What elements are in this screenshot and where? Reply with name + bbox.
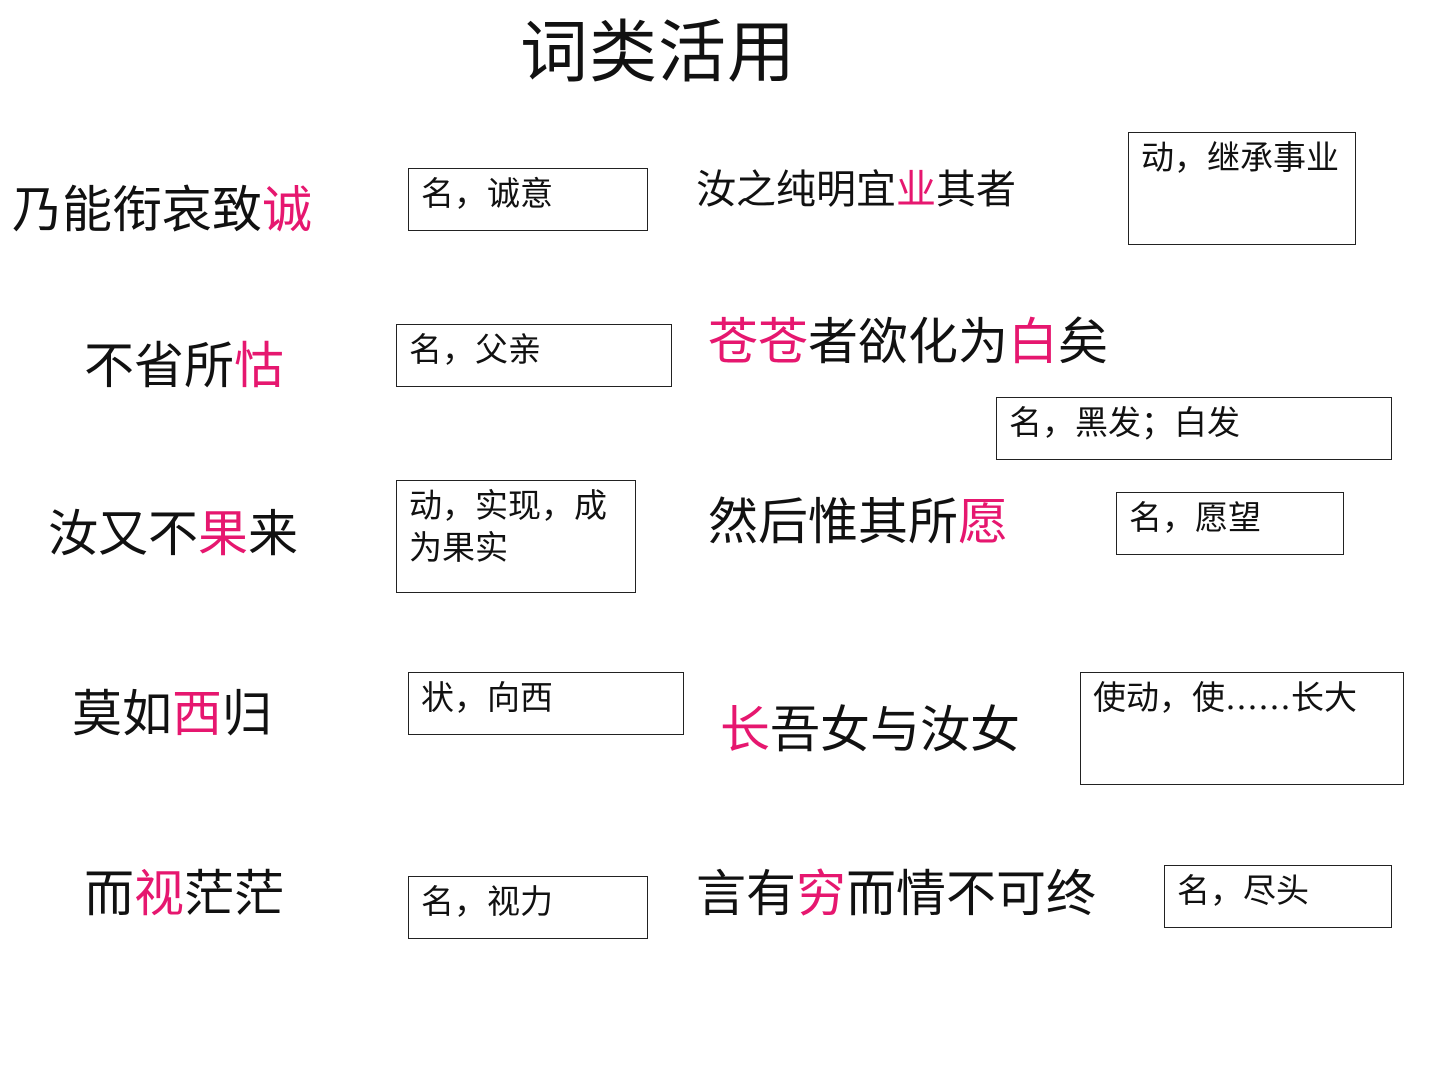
note-box: 动，继承事业 bbox=[1128, 132, 1356, 245]
phrase-text: 而情不可终 bbox=[846, 865, 1096, 923]
highlighted-text: 业 bbox=[896, 167, 936, 213]
phrase: 言有穷而情不可终 bbox=[696, 864, 1096, 924]
note-box: 名，视力 bbox=[408, 876, 648, 939]
note-box: 名，尽头 bbox=[1164, 865, 1392, 928]
highlighted-text: 怙 bbox=[234, 337, 284, 395]
note-box: 使动，使……长大 bbox=[1080, 672, 1404, 785]
phrase-text: 茫茫 bbox=[184, 865, 284, 923]
phrase: 而视茫茫 bbox=[84, 864, 284, 924]
phrase-text: 矣 bbox=[1058, 313, 1108, 371]
phrase-text: 者欲化为 bbox=[808, 313, 1008, 371]
phrase-text: 其者 bbox=[936, 167, 1016, 213]
phrase: 然后惟其所愿 bbox=[708, 492, 1008, 552]
phrase-text: 言有 bbox=[696, 865, 796, 923]
highlighted-text: 白 bbox=[1008, 313, 1058, 371]
phrase-text: 莫如 bbox=[72, 685, 172, 743]
highlighted-text: 长 bbox=[720, 701, 770, 759]
highlighted-text: 苍苍 bbox=[708, 313, 808, 371]
highlighted-text: 西 bbox=[172, 685, 222, 743]
note-box: 名，诚意 bbox=[408, 168, 648, 231]
note-box: 动，实现，成为果实 bbox=[396, 480, 636, 593]
highlighted-text: 穷 bbox=[796, 865, 846, 923]
phrase: 汝又不果来 bbox=[48, 504, 298, 564]
note-box: 状，向西 bbox=[408, 672, 684, 735]
highlighted-text: 果 bbox=[198, 505, 248, 563]
phrase: 汝之纯明宜业其者 bbox=[696, 166, 1016, 214]
phrase: 长吾女与汝女 bbox=[720, 700, 1020, 760]
phrase-text: 吾女与汝女 bbox=[770, 701, 1020, 759]
note-box: 名，黑发；白发 bbox=[996, 397, 1392, 460]
phrase-text: 汝之纯明宜 bbox=[696, 167, 896, 213]
phrase: 苍苍者欲化为白矣 bbox=[708, 312, 1108, 372]
phrase-text: 汝又不 bbox=[48, 505, 198, 563]
highlighted-text: 愿 bbox=[958, 493, 1008, 551]
page-title: 词类活用 bbox=[520, 14, 797, 93]
phrase-text: 来 bbox=[248, 505, 298, 563]
phrase-text: 乃能衔哀致 bbox=[12, 181, 262, 239]
phrase-text: 然后惟其所 bbox=[708, 493, 958, 551]
note-box: 名，愿望 bbox=[1116, 492, 1344, 555]
note-box: 名，父亲 bbox=[396, 324, 672, 387]
phrase: 不省所怙 bbox=[84, 336, 284, 396]
phrase-text: 归 bbox=[222, 685, 272, 743]
highlighted-text: 视 bbox=[134, 865, 184, 923]
phrase-text: 而 bbox=[84, 865, 134, 923]
phrase: 莫如西归 bbox=[72, 684, 272, 744]
phrase: 乃能衔哀致诚 bbox=[12, 180, 312, 240]
highlighted-text: 诚 bbox=[262, 181, 312, 239]
phrase-text: 不省所 bbox=[84, 337, 234, 395]
